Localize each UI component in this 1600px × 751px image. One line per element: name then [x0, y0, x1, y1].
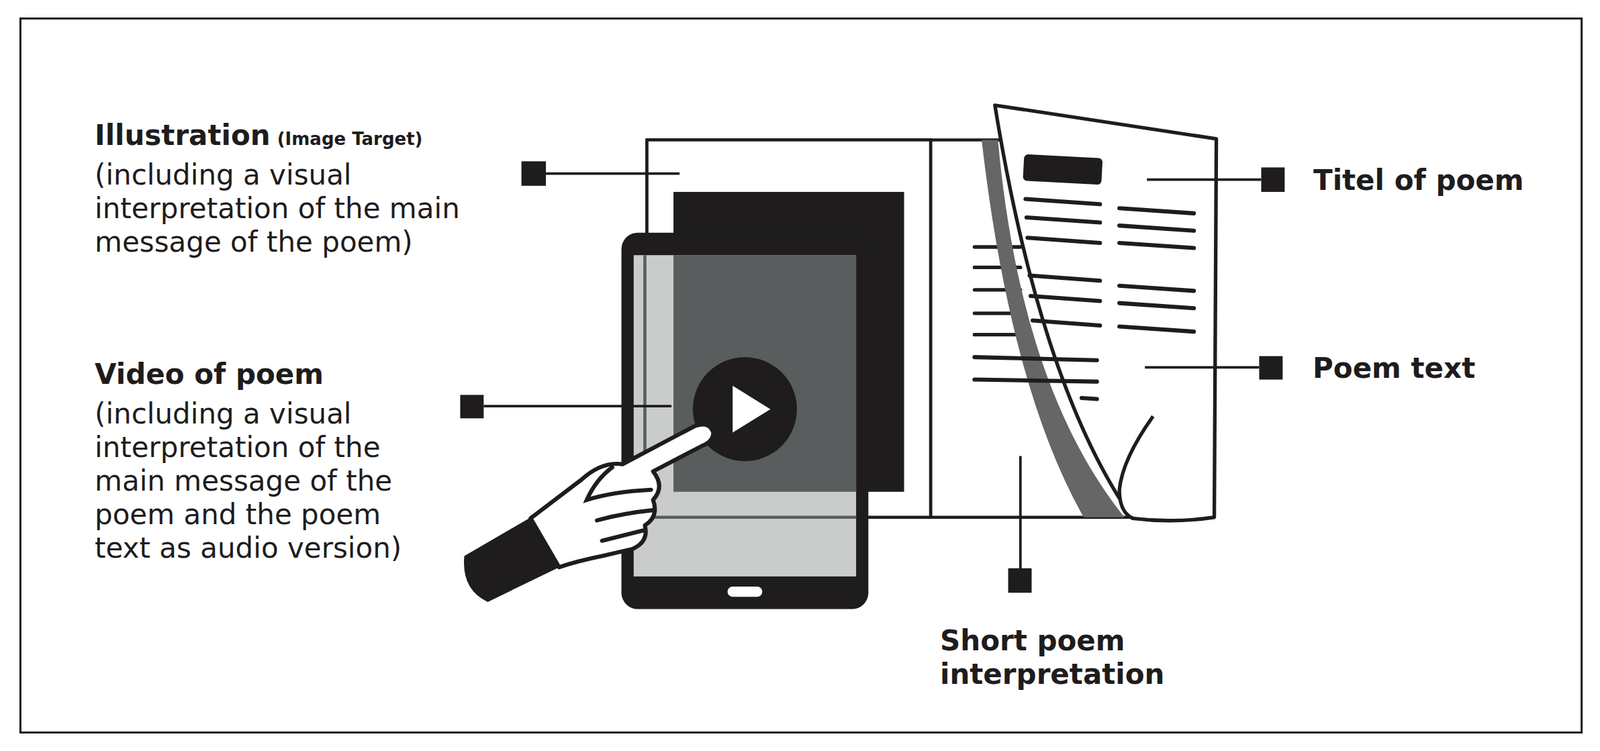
text-line — [1119, 225, 1194, 231]
part-label: Poem text — [1312, 351, 1595, 386]
label-description: (including a visual interpretation of th… — [94, 397, 424, 566]
text-line — [974, 357, 1097, 361]
callout-block: Video of poem (including a visual interpr… — [94, 357, 424, 566]
play-triangle — [732, 386, 771, 434]
text-line — [974, 380, 1097, 383]
label-subheading: (Image Target) — [277, 128, 423, 150]
text-line — [1029, 275, 1100, 282]
callout-block: Poem text — [1312, 351, 1595, 386]
label-heading: Video of poem — [94, 357, 324, 391]
part-label: Short poem interpretation — [939, 624, 1209, 692]
page-curl — [1119, 416, 1153, 519]
text-line — [1026, 217, 1100, 223]
home-button — [727, 586, 763, 597]
leader-lines — [483, 173, 1261, 571]
callout-block: Short poem interpretation — [939, 624, 1209, 692]
play-button — [692, 357, 797, 462]
text-line — [1025, 199, 1100, 205]
screen-page-edge — [644, 255, 857, 518]
heading-line: Illustration (Image Target) — [94, 118, 498, 159]
leader-square — [1260, 167, 1285, 192]
leader-line — [1144, 365, 1259, 369]
screen-image — [673, 255, 857, 493]
text-line — [1119, 303, 1194, 309]
text-line — [1027, 237, 1100, 244]
leader-line — [1019, 456, 1022, 571]
text-line — [1032, 320, 1100, 326]
text-line — [1119, 286, 1194, 292]
title-bar — [1022, 154, 1103, 186]
text-line — [1119, 326, 1194, 333]
label-heading: Illustration — [94, 118, 271, 152]
leader-square — [459, 394, 484, 419]
leader-line — [483, 404, 672, 408]
leader-square — [521, 161, 546, 186]
leader-line — [545, 172, 680, 176]
heading-line: Video of poem — [94, 357, 424, 398]
finger-lines — [586, 467, 654, 541]
poem-lines — [974, 199, 1194, 400]
text-line — [1119, 243, 1194, 249]
text-line — [1119, 208, 1194, 214]
text-line — [1030, 296, 1100, 302]
callout-block: Illustration (Image Target) (including a v… — [94, 118, 498, 260]
tablet-screen — [633, 255, 857, 577]
callout-block: Titel of poem — [1313, 163, 1596, 198]
part-label: Titel of poem — [1313, 163, 1596, 198]
leader-line — [1146, 178, 1261, 182]
book-left-page — [647, 139, 931, 517]
leader-square — [1008, 568, 1032, 593]
hand — [530, 424, 714, 568]
tablet-body — [621, 232, 869, 610]
text-line — [1081, 398, 1098, 400]
label-description: (including a visual interpretation of th… — [94, 158, 498, 260]
leader-square — [1258, 356, 1283, 381]
curled-page — [995, 105, 1217, 522]
leader-markers — [459, 161, 1285, 593]
